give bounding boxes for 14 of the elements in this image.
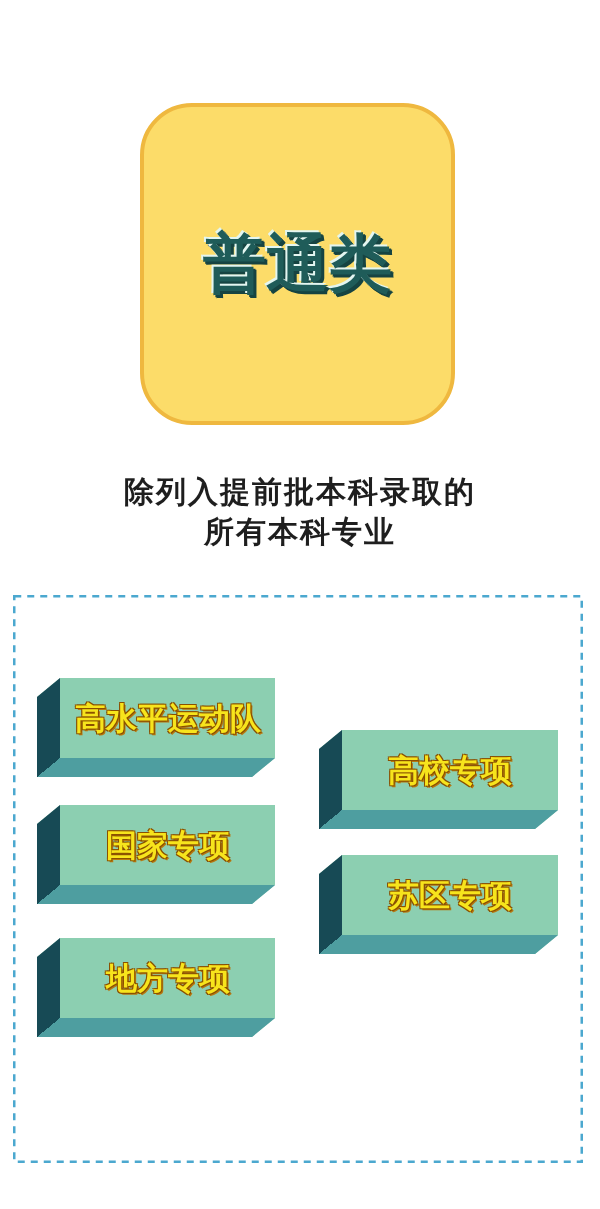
block-label: 国家专项 [105, 827, 230, 863]
prism-block [37, 805, 275, 904]
prism-block [319, 730, 558, 829]
caption-text: 除列入提前批本科录取的所有本科专业 [123, 473, 477, 551]
block-label: 高校专项 [388, 752, 512, 788]
prism-block [319, 855, 558, 954]
block-label: 苏区专项 [388, 877, 512, 913]
category-title: 普通类 [203, 229, 392, 299]
dashed-frame [13, 595, 583, 1163]
prism-block [37, 678, 275, 777]
block-label: 高水平运动队 [74, 700, 261, 736]
block-label: 地方专项 [105, 960, 230, 996]
category-card [140, 103, 455, 425]
prism-block [37, 938, 275, 1037]
